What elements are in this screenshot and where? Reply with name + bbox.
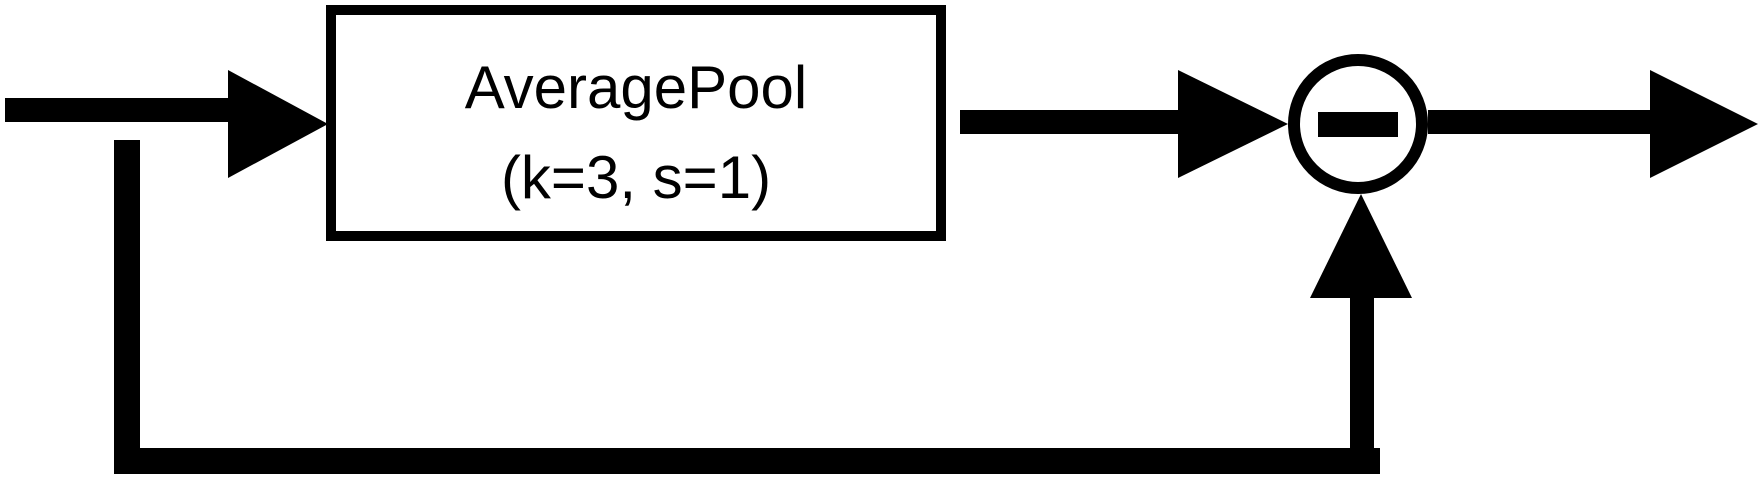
skip-connection-arrowhead (1310, 194, 1412, 298)
input-line (5, 98, 240, 122)
block-output-arrowhead (1178, 70, 1288, 178)
block-output-line (960, 110, 1190, 134)
skip-connection-up (1350, 296, 1374, 474)
skip-connection-down (114, 140, 140, 474)
minus-icon (1318, 112, 1398, 137)
block-label-line2: (k=3, s=1) (501, 144, 771, 211)
output-line (1428, 110, 1674, 134)
skip-connection-horizontal (114, 448, 1380, 474)
averagepool-block (326, 5, 946, 241)
input-arrowhead (228, 70, 328, 178)
block-label-line1: AveragePool (465, 54, 807, 121)
output-arrowhead (1650, 70, 1758, 178)
